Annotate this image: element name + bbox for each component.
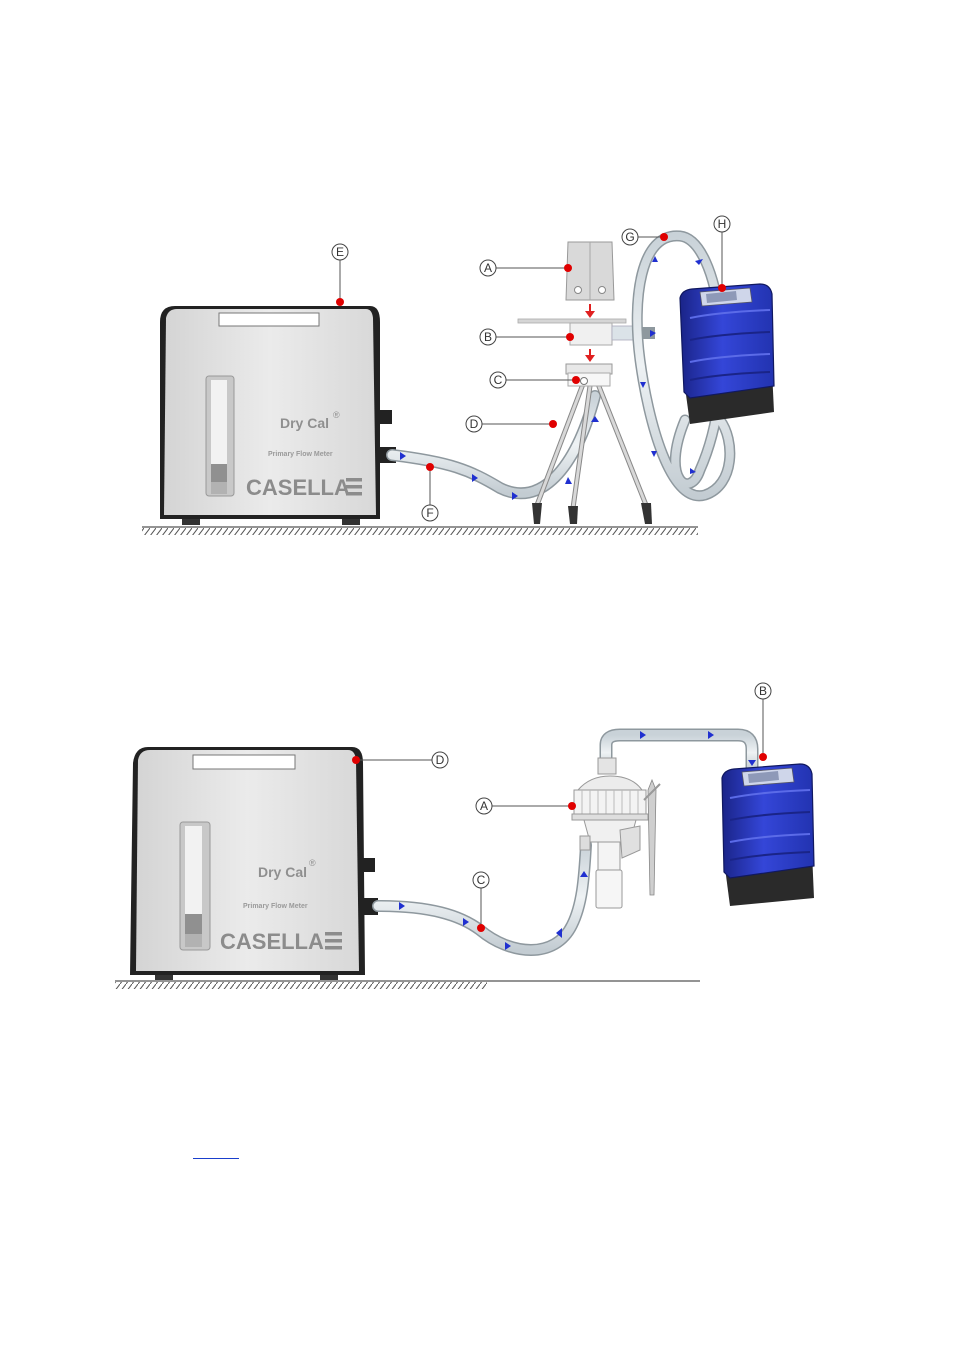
callout-d: D <box>352 751 449 769</box>
device-brand: CASELLA <box>246 475 350 500</box>
drycal-device: Dry Cal ® Primary Flow Meter CASELLA <box>130 747 378 980</box>
device-registered-mark: ® <box>333 410 340 420</box>
ground-line <box>115 980 700 989</box>
callout-h: H <box>713 215 731 292</box>
tube-c <box>372 839 592 956</box>
callout-g: G <box>621 228 668 246</box>
label-c: C <box>477 873 486 887</box>
device-subtitle: Primary Flow Meter <box>268 451 333 458</box>
callout-a: A <box>475 797 576 815</box>
sampling-pump <box>721 763 815 906</box>
sampling-pump <box>679 283 775 424</box>
figure-2: Dry Cal ® Primary Flow Meter CASELLA <box>115 682 815 989</box>
label-f: F <box>426 506 433 520</box>
callout-e: E <box>331 243 349 306</box>
label-e: E <box>336 245 344 259</box>
label-d: D <box>436 753 445 767</box>
cyclone-sampler <box>571 757 661 909</box>
device-subtitle: Primary Flow Meter <box>243 903 308 910</box>
figure-1: Dry Cal ® Primary Flow Meter CASELLA <box>142 215 775 535</box>
callout-c: C <box>489 371 580 389</box>
callout-b: B <box>754 682 772 761</box>
device-brand: CASELLA <box>220 929 324 954</box>
tripod-stand <box>532 383 652 524</box>
label-b: B <box>759 684 767 698</box>
label-a: A <box>480 799 488 813</box>
callout-b: B <box>479 328 574 346</box>
tube-f <box>386 390 601 500</box>
device-registered-mark: ® <box>309 858 316 868</box>
callout-a: A <box>479 259 572 277</box>
filter-cassette-assembly <box>517 241 641 387</box>
label-d: D <box>470 417 479 431</box>
casella-logo-icon <box>325 932 342 950</box>
drycal-device: Dry Cal ® Primary Flow Meter CASELLA <box>160 306 396 525</box>
device-title: Dry Cal <box>280 415 329 431</box>
flow-arrows <box>400 256 703 500</box>
callout-d: D <box>465 415 557 433</box>
label-a: A <box>484 261 492 275</box>
label-b: B <box>484 330 492 344</box>
label-g: G <box>625 230 634 244</box>
device-title: Dry Cal <box>258 864 307 880</box>
callout-c: C <box>472 871 490 932</box>
tube-to-pump <box>599 728 759 770</box>
callout-f: F <box>421 463 439 522</box>
link-underline[interactable] <box>193 1142 239 1159</box>
casella-logo-icon <box>346 478 362 496</box>
ground-line <box>142 526 698 535</box>
label-c: C <box>494 373 503 387</box>
label-h: H <box>718 217 727 231</box>
flow-arrows <box>399 731 756 950</box>
